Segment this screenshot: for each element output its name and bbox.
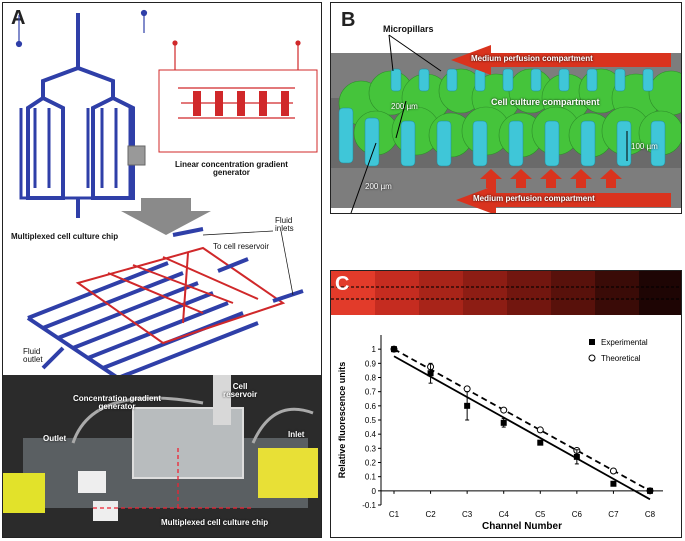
zoom-box xyxy=(127,145,146,166)
x-tick-label: C1 xyxy=(389,510,400,519)
x-tick-label: C4 xyxy=(499,510,510,519)
blue-3d-chip xyxy=(26,261,259,380)
photo-cell-reservoir-label: Cell reservoir xyxy=(223,382,258,400)
experimental-point xyxy=(464,402,471,409)
legend-theoretical-marker xyxy=(588,354,596,362)
panel-b-letter: B xyxy=(341,9,356,31)
experimental-point xyxy=(500,419,507,426)
legend-experimental-marker xyxy=(589,339,595,345)
y-tick-label: 0.4 xyxy=(365,430,377,439)
y-tick-label: 0.2 xyxy=(365,459,377,468)
y-tick-label: 0.6 xyxy=(365,402,377,411)
legend-theoretical-label: Theoretical xyxy=(601,354,641,363)
upward-flow-arrows xyxy=(480,169,622,188)
experimental-point xyxy=(610,480,617,487)
to-reservoir-label: To cell reservoir xyxy=(213,242,270,251)
panel-a: A xyxy=(2,2,322,538)
panel-a-letter: A xyxy=(11,7,26,29)
theoretical-point xyxy=(536,426,544,434)
down-arrow xyxy=(121,198,211,235)
y-tick-label: 0 xyxy=(372,487,377,496)
top-perfusion-arrow xyxy=(451,45,671,75)
cell-culture-label: Cell culture compartment xyxy=(491,97,600,107)
y-axis-label: Relative fluorescence units xyxy=(337,362,347,479)
fit-line-solid xyxy=(393,355,651,501)
micropillar-row-top xyxy=(390,68,654,92)
y-tick-label: 1 xyxy=(372,345,377,354)
dim-200-top-label: 200 µm xyxy=(391,102,418,111)
chart-background xyxy=(331,317,681,537)
dim-100-label: 100 µm xyxy=(631,142,658,151)
experimental-point xyxy=(573,453,580,460)
micropillars-label: Micropillars xyxy=(383,24,434,34)
experimental-point xyxy=(537,439,544,446)
theoretical-point xyxy=(500,406,508,414)
x-axis-label: Channel Number xyxy=(482,521,562,532)
chip-label: Multiplexed cell culture chip xyxy=(11,232,119,241)
legend-experimental-label: Experimental xyxy=(601,338,648,347)
x-tick-label: C6 xyxy=(572,510,583,519)
panel-a-drawing xyxy=(3,9,321,537)
x-tick-label: C8 xyxy=(645,510,656,519)
y-tick-label: -0.1 xyxy=(362,501,376,510)
panel-b-drawing xyxy=(331,3,681,213)
micropillar-row-bottom xyxy=(338,107,666,167)
photo-concentration-label: Concentration gradient generator xyxy=(73,394,162,412)
photo-inlet-label: Inlet xyxy=(288,430,305,439)
dim-200-bottom-label: 200 µm xyxy=(365,182,392,191)
bottom-perfusion-arrow xyxy=(456,185,671,213)
x-tick-label: C7 xyxy=(608,510,619,519)
red-3d-chip xyxy=(75,246,286,345)
experimental-point xyxy=(391,346,397,353)
fluorescence-strip xyxy=(331,271,681,315)
experimental-point xyxy=(427,370,434,377)
gradient-label: Linear concentration gradient generator xyxy=(175,160,288,178)
y-tick-label: 0.8 xyxy=(365,374,377,383)
theoretical-point xyxy=(609,467,617,475)
y-tick-label: 0.7 xyxy=(365,388,377,397)
medium-top-label: Medium perfusion compartment xyxy=(471,54,593,63)
photo-chip-label: Multiplexed cell culture chip xyxy=(161,518,269,527)
y-tick-label: 0.9 xyxy=(365,359,377,368)
fluid-inlets-label: Fluid inlets xyxy=(275,216,294,234)
medium-bottom-label: Medium perfusion compartment xyxy=(473,194,595,203)
experimental-point xyxy=(647,487,653,494)
x-tick-label: C3 xyxy=(462,510,473,519)
fluid-outlet-label: Fluid outlet xyxy=(23,347,43,365)
red-gradient-outline xyxy=(158,69,318,153)
panel-c-letter: C xyxy=(335,273,350,295)
y-tick-label: 0.3 xyxy=(365,444,377,453)
panel-b: B Micropillars Medium perfusion compartm… xyxy=(330,2,682,214)
photo-outlet-label: Outlet xyxy=(43,434,67,443)
fit-line-dashed xyxy=(393,348,651,492)
x-tick-label: C5 xyxy=(535,510,546,519)
x-tick-label: C2 xyxy=(425,510,436,519)
y-tick-label: 0.5 xyxy=(365,416,377,425)
theoretical-point xyxy=(463,385,471,393)
y-tick-label: 0.1 xyxy=(365,473,377,482)
